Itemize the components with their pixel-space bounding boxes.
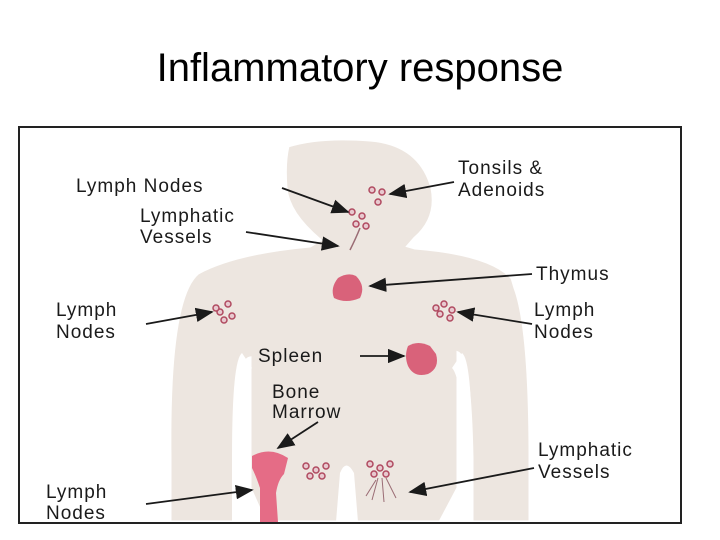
label-lymph-nodes-right-2: Nodes	[534, 322, 594, 343]
spleen-organ	[406, 343, 437, 375]
bone-marrow-femur	[252, 451, 288, 522]
arrow-lymph-nodes-left	[145, 307, 214, 325]
label-lymph-nodes-left-2: Nodes	[56, 322, 116, 343]
arrow-lymphatic-vessels-groin	[408, 467, 535, 496]
arrow-lymph-nodes-neck	[281, 187, 350, 214]
label-lymph-nodes-groin-1: Lymph	[46, 482, 107, 503]
label-lymphatic-vessels-neck-2: Vessels	[140, 227, 212, 248]
label-thymus: Thymus	[536, 264, 610, 285]
label-lymphatic-vessels-groin-1: Lymphatic	[538, 440, 633, 461]
label-bone-marrow-2: Marrow	[272, 402, 341, 423]
groin-vessels	[365, 477, 397, 503]
leg-gap	[336, 465, 358, 522]
arrow-lymphatic-vessels-neck	[245, 231, 340, 251]
label-spleen: Spleen	[258, 346, 323, 367]
node-cluster-left-groin	[302, 462, 330, 480]
node-cluster-neck	[348, 186, 386, 230]
arrow-lymph-nodes-groin	[145, 484, 254, 505]
body-silhouette	[168, 137, 532, 522]
label-lymphatic-vessels-neck-1: Lymphatic	[140, 206, 235, 227]
thymus-organ	[332, 274, 363, 301]
arrow-lymph-nodes-right	[456, 307, 533, 325]
node-cluster-right-axilla	[432, 300, 456, 322]
label-lymphatic-vessels-groin-2: Vessels	[538, 462, 610, 483]
left-arm-gap	[232, 353, 252, 522]
arrow-tonsils	[388, 181, 455, 199]
arrow-thymus	[368, 273, 533, 292]
label-tonsils-2: Adenoids	[458, 180, 545, 201]
node-cluster-right-groin	[366, 460, 394, 478]
lymphatic-system-figure: Lymph Nodes Lymphatic Vessels Tonsils & …	[18, 126, 682, 524]
slide-title: Inflammatory response	[156, 46, 564, 90]
label-lymph-nodes-left-1: Lymph	[56, 300, 117, 321]
arrow-bone-marrow	[276, 421, 319, 449]
node-cluster-left-axilla	[212, 300, 236, 324]
label-lymph-nodes-groin-2: Nodes	[46, 503, 106, 522]
leader-arrows	[145, 181, 535, 505]
label-tonsils-1: Tonsils &	[458, 158, 543, 179]
label-bone-marrow-1: Bone	[272, 382, 320, 403]
right-arm-gap	[452, 353, 472, 522]
label-lymph-nodes-right-1: Lymph	[534, 300, 595, 321]
neck-vessel	[349, 227, 361, 251]
label-lymph-nodes-neck: Lymph Nodes	[76, 176, 204, 197]
lymphatic-diagram-svg: Lymph Nodes Lymphatic Vessels Tonsils & …	[46, 137, 633, 522]
